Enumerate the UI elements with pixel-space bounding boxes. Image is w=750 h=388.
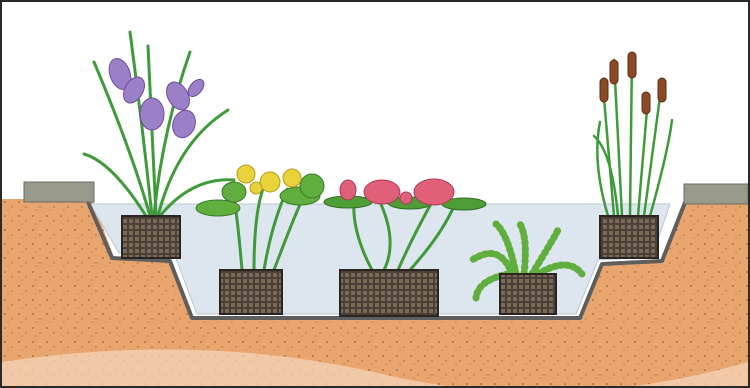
edging-stone-right <box>684 184 748 204</box>
basket-lily <box>340 270 438 316</box>
basket-iris <box>122 216 180 258</box>
basket-cattail <box>600 216 658 258</box>
edging-stone-left <box>24 182 94 202</box>
basket-oxygenator <box>500 274 556 314</box>
basket-marigold <box>220 270 282 314</box>
